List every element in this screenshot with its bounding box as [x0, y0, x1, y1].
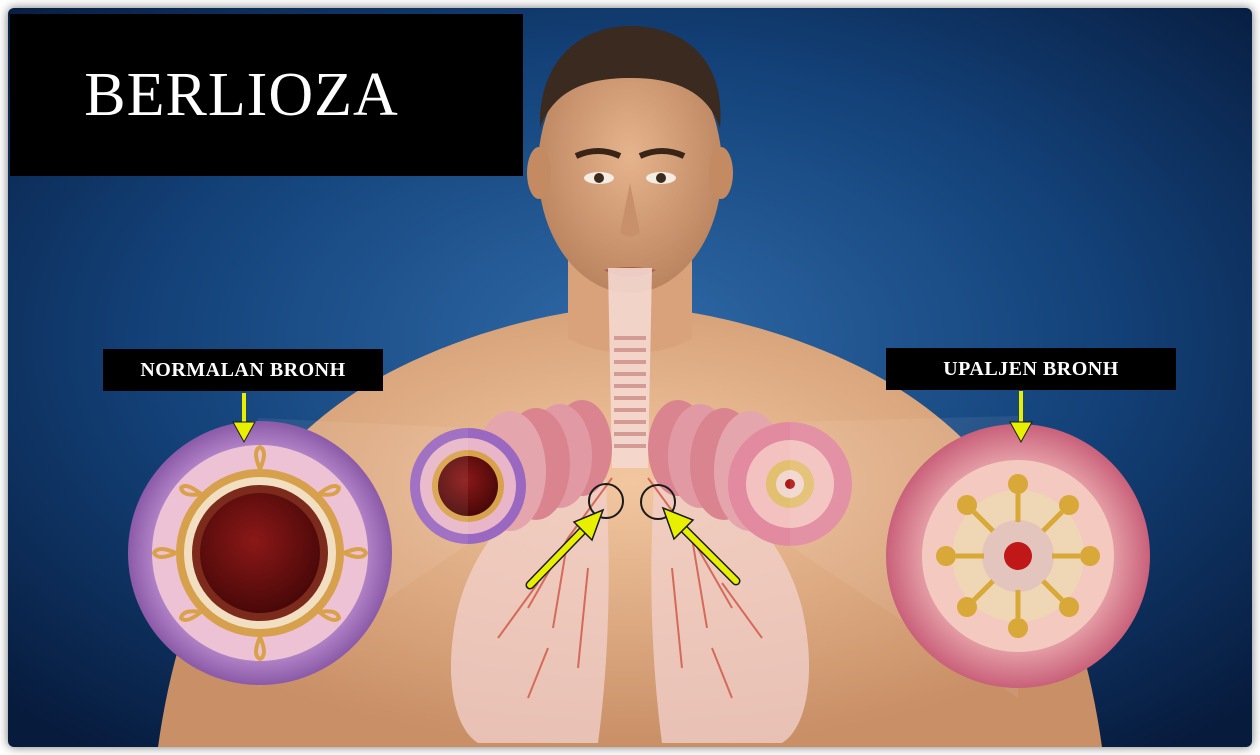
trachea	[608, 268, 652, 468]
page-title: BERLIOZA	[84, 60, 399, 131]
right-ear	[709, 147, 733, 199]
inflamed-bronchus-label: UPALJEN BRONH	[886, 348, 1176, 390]
normal-bronchus-label: NORMALAN BRONH	[103, 349, 383, 391]
left-ear	[527, 147, 551, 199]
illustration-frame: BERLIOZA NORMALAN BRONH UPALJEN BRONH	[8, 8, 1252, 747]
title-banner: BERLIOZA	[10, 14, 523, 176]
normal-bronchus-large	[128, 421, 392, 685]
inflamed-bronchus-large	[886, 424, 1150, 688]
